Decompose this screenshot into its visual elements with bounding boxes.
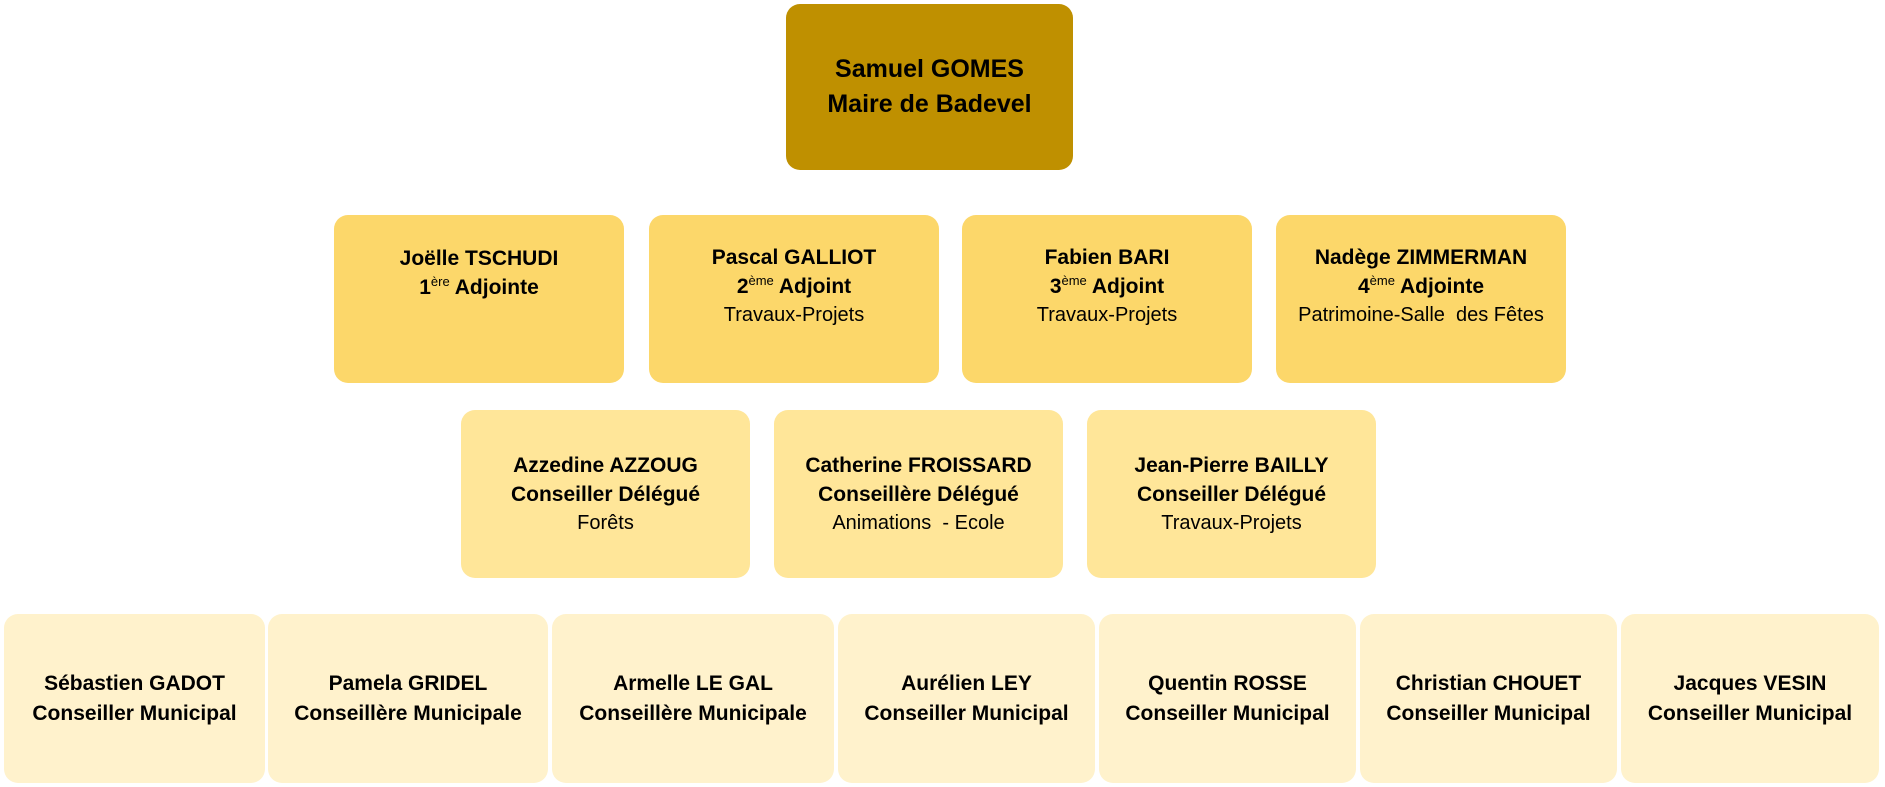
adjoint-name: Joëlle TSCHUDI [399,246,559,270]
delegue-domain: Animations - Ecole [832,512,1005,535]
delegue-domain: Travaux-Projets [1161,512,1302,535]
delegue-role: Conseiller Délégué [1136,483,1327,506]
delegue-box: Catherine FROISSARD Conseillère Délégué … [774,410,1063,578]
conseiller-box: Christian CHOUET Conseiller Municipal [1360,614,1617,783]
adjoint-box: Fabien BARI 3ème Adjoint Travaux-Projets [962,215,1252,383]
delegue-domain: Forêts [577,512,634,535]
conseiller-name: Sébastien GADOT [44,672,225,696]
delegue-role: Conseillère Délégué [818,483,1019,506]
mayor-box: Samuel GOMES Maire de Badevel [786,4,1073,170]
conseiller-role: Conseiller Municipal [32,701,237,725]
conseiller-box: Quentin ROSSE Conseiller Municipal [1099,614,1356,783]
adjoint-box: Joëlle TSCHUDI 1ère Adjointe [334,215,624,383]
conseiller-box: Armelle LE GAL Conseillère Municipale [552,614,834,783]
conseiller-role: Conseiller Municipal [1386,701,1591,725]
mayor-title: Maire de Badevel [827,90,1032,118]
adjoint-name: Nadège ZIMMERMAN [1314,245,1528,269]
conseiller-box: Pamela GRIDEL Conseillère Municipale [268,614,548,783]
conseiller-role: Conseiller Municipal [1647,701,1853,725]
conseiller-box: Aurélien LEY Conseiller Municipal [838,614,1095,783]
adjoint-role: 4ème Adjointe [1357,273,1485,298]
adjoint-domain: Travaux-Projets [1036,304,1178,327]
delegue-name: Jean-Pierre BAILLY [1134,453,1329,477]
adjoint-box: Pascal GALLIOT 2ème Adjoint Travaux-Proj… [649,215,939,383]
conseiller-role: Conseiller Municipal [1125,701,1330,725]
conseiller-name: Pamela GRIDEL [328,672,488,696]
adjoint-domain: Patrimoine-Salle des Fêtes [1298,304,1544,327]
delegue-name: Catherine FROISSARD [805,453,1032,477]
adjoint-name: Fabien BARI [1044,245,1170,269]
adjoint-role: 3ème Adjoint [1049,273,1165,298]
delegue-box: Azzedine AZZOUG Conseiller Délégué Forêt… [461,410,750,578]
conseiller-name: Jacques VESIN [1673,672,1827,696]
mayor-name: Samuel GOMES [835,55,1024,83]
delegue-box: Jean-Pierre BAILLY Conseiller Délégué Tr… [1087,410,1376,578]
conseiller-box: Jacques VESIN Conseiller Municipal [1621,614,1879,783]
conseiller-name: Armelle LE GAL [613,672,773,696]
conseiller-role: Conseillère Municipale [579,701,807,725]
conseiller-name: Aurélien LEY [901,672,1032,696]
adjoint-domain: Travaux-Projets [723,304,865,327]
adjoint-role: 2ème Adjoint [736,273,852,298]
conseiller-box: Sébastien GADOT Conseiller Municipal [4,614,265,783]
adjoint-box: Nadège ZIMMERMAN 4ème Adjointe Patrimoin… [1276,215,1566,383]
delegue-role: Conseiller Délégué [510,483,701,506]
adjoint-name: Pascal GALLIOT [711,245,877,269]
conseiller-role: Conseillère Municipale [294,701,522,725]
conseiller-role: Conseiller Municipal [864,701,1069,725]
conseiller-name: Christian CHOUET [1395,672,1582,696]
adjoint-role: 1ère Adjointe [419,274,539,299]
conseiller-name: Quentin ROSSE [1148,672,1307,696]
delegue-name: Azzedine AZZOUG [513,453,698,477]
